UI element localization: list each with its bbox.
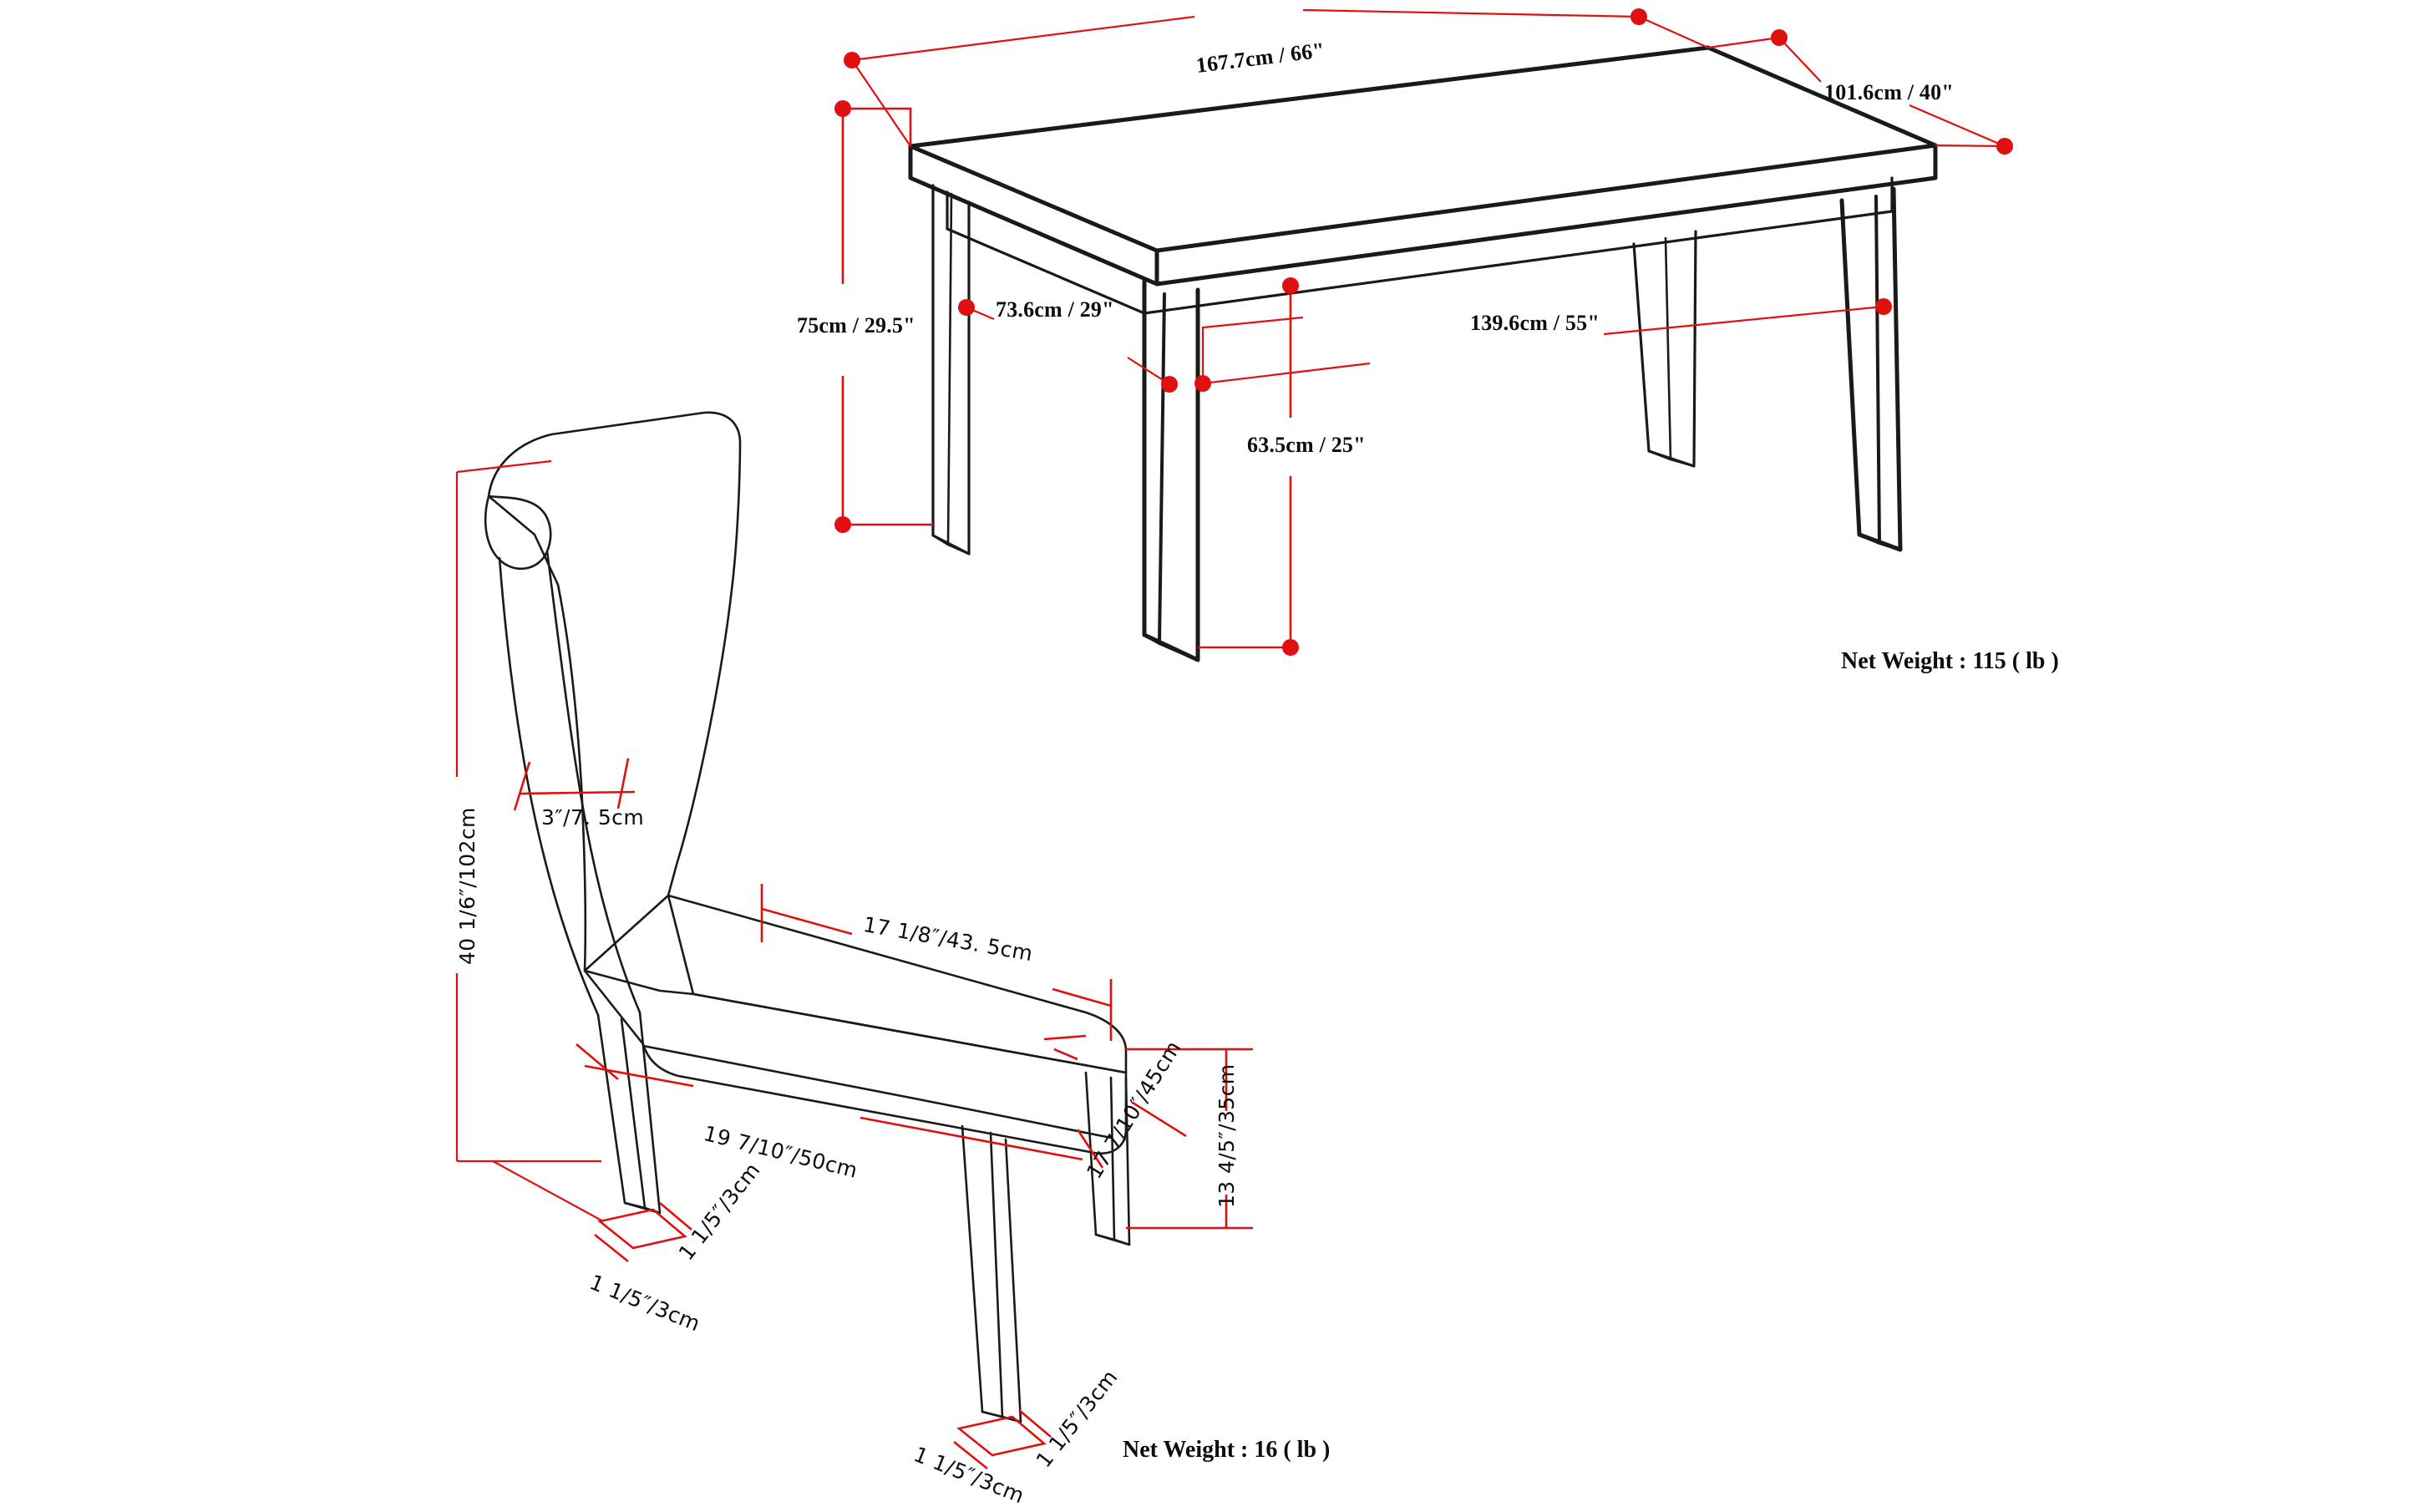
extline-back-thk-b [616,758,630,809]
extline-table-width-right [1935,144,2006,148]
dimline-table-width [1778,37,2006,148]
table-leg-back-right [1632,230,1697,468]
table-leg-front-right-inner [1874,195,1881,545]
dimline-chair-side-depth [1053,1048,1187,1138]
dimline-rear-leg-depth [659,1202,692,1230]
dimbox-chair-front-leg [956,1415,1047,1457]
dimline-chair-back-thickness [519,790,636,795]
extline-side-depth-a [1043,1034,1087,1041]
chair-seat-top [667,894,1128,1074]
dimpoint-table-height-bottom [834,516,851,533]
dimpoint-table-length-right [1630,8,1647,25]
dimpoint-table-length-left [844,52,860,68]
dimpoint-table-width-right [1996,138,2013,155]
dimline-table-length [851,8,1640,62]
table-apron-left [946,190,1146,315]
dimpoint-apron-length-right [1875,298,1892,315]
chair-leg-rear [596,1011,662,1215]
extline-seat-depth-a [576,1043,619,1080]
table-leg-front-left-foot [1143,633,1199,662]
chair-back-rear-edge [498,556,600,1017]
dimpoint-clearance-top [1282,277,1299,294]
table-dimension-lines [834,8,2013,656]
chair-dimension-lines [455,459,1253,1470]
chair-seat-skirt [583,969,1128,1155]
chair-back-outer [487,411,742,972]
table-leg-back-left-foot [931,534,971,556]
table-leg-back-right-foot [1647,449,1696,468]
table-leg-front-right [1839,186,1903,552]
extline-table-height-top [843,107,912,146]
dimbox-chair-rear-leg [597,1208,687,1250]
table-apron-right-lower [1143,210,1894,315]
table-leg-back-left-inner [946,192,953,546]
dimline-table-apron-length [1202,305,1884,385]
table-illustration [908,45,1938,662]
chair-leg-front-foot [981,1410,1022,1423]
extline-table-length-left [851,59,911,147]
chair-seat-apron-bottom [642,1044,1113,1139]
extline-table-length-right [1638,15,1709,49]
table-leg-back-left [931,184,971,556]
dimpoint-table-width-left [1771,29,1788,46]
dimline-rear-leg-width [594,1233,629,1263]
extline-table-width-left [1707,36,1780,49]
table-leg-front-left-inner [1158,292,1166,645]
table-top-edge-right [1154,143,1938,287]
chair-back-scroll-curl [484,495,552,571]
dimline-chair-seat-depth [584,1064,1083,1161]
chair-leg-far-right-foot [1094,1233,1131,1246]
extline-back-thk-a [513,761,531,811]
dimline-front-leg-depth [1018,1409,1052,1438]
chair-leg-far-right-inner [1109,1076,1116,1241]
chair-leg-rear-inner [620,1017,647,1210]
table-leg-back-right-inner [1664,236,1672,461]
extline-rear-leg-left [492,1160,604,1222]
chair-illustration [484,411,1131,1423]
extline-seat-depth-b [1076,1129,1104,1169]
dimpoint-table-height-top [834,100,851,117]
table-leg-front-left [1142,279,1200,662]
dimpoint-apron-width-b [1161,376,1178,393]
dimline-apron-length-upper-tick [1201,316,1304,383]
table-top-surface [908,45,1938,253]
chair-back-inner-face [545,550,642,1014]
table-leg-front-right-foot [1858,533,1902,551]
dimline-chair-seat-width [761,907,1112,1007]
table-top-edge-left [908,144,1159,287]
extline-chair-height-top [456,459,552,474]
chair-leg-front-inner [989,1131,1004,1418]
dimpoint-apron-width-a [958,299,975,316]
dimline-front-leg-width [953,1440,988,1470]
dimline-table-apron-width [966,306,1170,385]
chair-leg-far-right [1084,1071,1131,1246]
